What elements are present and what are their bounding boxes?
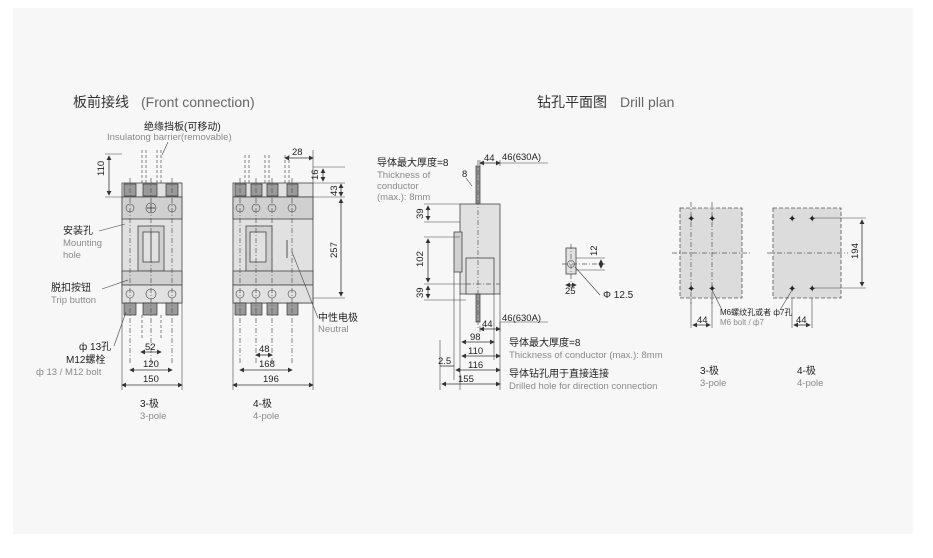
front-3pole-cn: 3-极 — [140, 397, 159, 410]
dim-12: 12 — [589, 245, 600, 256]
dim-194: 194 — [850, 243, 861, 259]
drill-3pole-en: 3-pole — [700, 378, 726, 389]
drill-3pole-cn: 3-极 — [700, 364, 719, 377]
svg-text:✦: ✦ — [788, 284, 796, 295]
hole-leader — [113, 311, 127, 347]
svg-text:✦: ✦ — [687, 214, 695, 225]
dim-46-top: 46(630A) — [502, 152, 541, 163]
hole-label-cn: ф 13孔 — [79, 341, 111, 353]
dim-150: 150 — [143, 374, 159, 385]
dim-110-front: 110 — [96, 161, 107, 176]
trip-label-cn: 脱扣按钮 — [51, 281, 91, 294]
dim-46-bottom: 46(630A) — [502, 313, 541, 324]
thick-bottom-cn: 导体最大厚度=8 — [509, 336, 581, 349]
front-4pole-drawing — [232, 150, 345, 390]
dim-25: 25 — [565, 286, 576, 297]
drill-title-cn: 钻孔平面图 — [537, 94, 607, 110]
m6-label-cn: M6螺纹孔或者 ф7孔 — [720, 307, 792, 317]
svg-text:✦: ✦ — [808, 284, 816, 295]
dim-39-a: 39 — [415, 208, 426, 219]
dim-257: 257 — [329, 242, 340, 258]
barrier-label-cn: 绝缘挡板(可移动) — [144, 120, 221, 133]
neutral-label-cn: 中性电极 — [318, 311, 358, 324]
dim-44-4pole: 44 — [796, 315, 807, 326]
mounting-label-en2: hole — [63, 250, 81, 261]
dim-16: 16 — [310, 169, 321, 180]
dim-44-bottom: 44 — [482, 319, 493, 330]
dim-116: 116 — [468, 360, 483, 371]
front-3pole-drawing — [105, 150, 183, 390]
drill-title-en: Drill plan — [620, 94, 674, 110]
svg-text:✦: ✦ — [708, 214, 716, 225]
dim-2-5: 2.5 — [438, 356, 451, 367]
thick-top-cn: 导体最大厚度=8 — [377, 156, 449, 169]
trip-leader — [101, 279, 129, 290]
dim-102: 102 — [415, 251, 426, 267]
direct-label-cn: 导体钻孔用于直接连接 — [509, 367, 609, 380]
drill-plate-3pole: ✦ ✦ ✦ ✦ — [672, 202, 750, 328]
dim-28: 28 — [292, 147, 303, 158]
drill-plate-4pole: ✦ ✦ ✦ ✦ — [767, 207, 866, 328]
dim-39-b: 39 — [415, 287, 426, 298]
side-view-drawing — [424, 160, 548, 390]
front-4pole-cn: 4-极 — [253, 397, 272, 410]
svg-text:✦: ✦ — [687, 284, 695, 295]
svg-text:✦: ✦ — [808, 214, 816, 225]
mounting-label-cn: 安装孔 — [63, 224, 93, 237]
svg-text:✦: ✦ — [788, 214, 796, 225]
trip-label-en: Trip button — [51, 295, 96, 306]
front-title-en: (Front connection) — [141, 94, 255, 110]
front-4pole-en: 4-pole — [253, 411, 279, 422]
hole-bolt-label-en: ф 13 / M12 bolt — [36, 367, 102, 378]
dim-phi-12-5: Φ 12.5 — [603, 290, 634, 301]
dim-98: 98 — [470, 332, 481, 343]
thick-top-en1: Thickness of — [377, 170, 431, 181]
thick-bottom-en: Thickness of conductor (max.): 8mm — [509, 350, 663, 361]
dim-168: 168 — [259, 359, 275, 370]
mounting-label-en1: Mounting — [63, 238, 102, 249]
svg-text:✦: ✦ — [708, 284, 716, 295]
front-title-cn: 板前接线 — [73, 94, 129, 110]
front-3pole-en: 3-pole — [140, 411, 166, 422]
dim-43: 43 — [329, 185, 340, 196]
dim-44-3pole: 44 — [697, 315, 708, 326]
hole-detail-drawing — [562, 244, 605, 296]
dim-110-side: 110 — [468, 346, 483, 357]
drill-4pole-cn: 4-极 — [797, 364, 816, 377]
dim-48: 48 — [259, 344, 270, 355]
drill-4pole-en: 4-pole — [797, 378, 823, 389]
neutral-label-en: Neutral — [318, 324, 349, 335]
dim-196: 196 — [263, 374, 279, 385]
dim-8: 8 — [462, 169, 467, 180]
mounting-leader — [98, 223, 126, 232]
direct-label-en: Drilled hole for direction connection — [509, 381, 657, 392]
thick-top-en2: conductor — [377, 181, 419, 192]
dim-120: 120 — [143, 359, 159, 370]
barrier-label-en: Insulatong barrier(removable) — [107, 132, 232, 143]
dim-52: 52 — [145, 342, 156, 353]
thick-top-en3: (max.): 8mm — [377, 192, 430, 203]
m6-label-en: M6 bolt / ф7 — [720, 318, 764, 327]
bolt-label-cn: M12螺栓 — [66, 353, 105, 366]
dim-44-top: 44 — [484, 153, 495, 164]
barrier-leader — [161, 141, 169, 156]
dim-155: 155 — [458, 374, 474, 385]
